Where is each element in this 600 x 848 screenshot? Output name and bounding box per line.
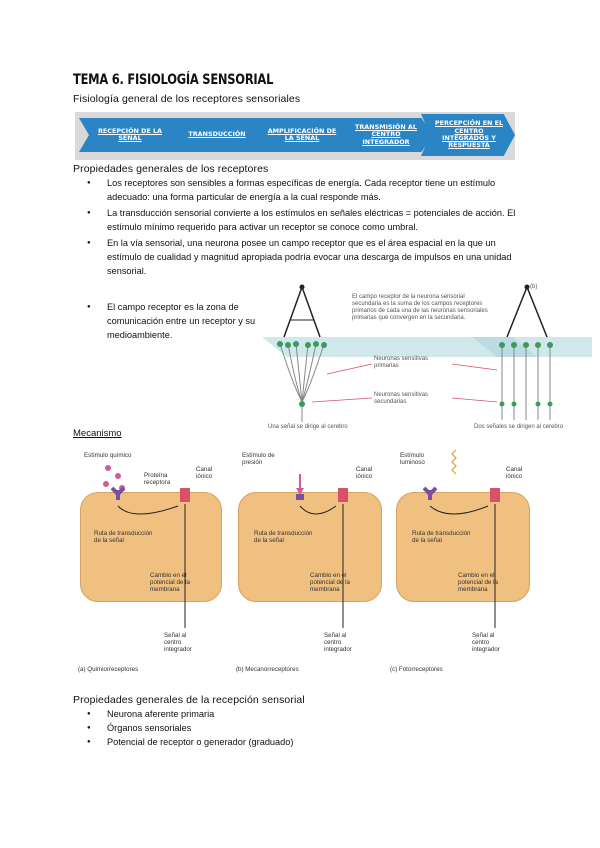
list-item: En la vía sensorial, una neurona posee u…	[73, 236, 527, 278]
section-heading-mechanism: Mecanismo	[73, 428, 122, 439]
panel-c-diagram	[422, 449, 500, 628]
flow-step-4: TRANSMISIÓN AL CENTRO INTEGRADOR	[337, 118, 433, 152]
receptive-field-caption: El campo receptor de la neurona sensoria…	[352, 294, 488, 321]
panel-a-stimulus: Estímulo químico	[84, 452, 132, 459]
mechanism-figure: Estímulo químico Proteína receptora Cana…	[78, 448, 530, 680]
panel-c-cell	[396, 492, 530, 602]
list-item: Potencial de receptor o generador (gradu…	[73, 735, 528, 749]
receptor-properties-list: Los receptores son sensibles a formas es…	[73, 176, 528, 278]
figure-label-b: (b)	[530, 284, 538, 290]
primary-neurons-label: Neuronas sensitivas primarias	[374, 356, 429, 369]
receptive-field-diagram	[262, 284, 592, 422]
list-item: El campo receptor es la zona de comunica…	[73, 300, 263, 342]
panel-a-caption: (a) Quimiorreceptores	[78, 666, 139, 673]
section-heading-reception: Propiedades generales de la recepción se…	[73, 694, 305, 706]
one-signal-caption: Una señal se dirige al cerebro	[268, 424, 348, 430]
panel-a-receptor: Proteína receptora	[144, 472, 171, 486]
secondary-neurons-label: Neuronas sensitivas secundarias	[374, 392, 429, 405]
receptor-process-flow: RECEPCIÓN DE LA SEÑAL TRANSDUCCIÓN AMPLI…	[75, 112, 515, 160]
panel-b-signal: Señal al centro integrador	[324, 632, 352, 653]
panel-c-change: Cambio en el potencial de la membrana	[458, 572, 498, 593]
panel-b-caption: (b) Mecanorreceptores	[236, 666, 299, 673]
panel-a-change: Cambio en el potencial de la membrana	[150, 572, 190, 593]
panel-c-stimulus: Estímulo luminoso	[400, 452, 425, 466]
panel-a-cell	[80, 492, 222, 602]
panel-b-stimulus: Estímulo de presión	[242, 452, 275, 466]
receptive-field-figure: (b) El campo receptor de la neurona sens…	[262, 282, 592, 432]
page-subtitle: Fisiología general de los receptores sen…	[73, 93, 301, 105]
receptor-properties-list-2: El campo receptor es la zona de comunica…	[73, 300, 263, 342]
list-item: Neurona aferente primaria	[73, 707, 528, 721]
panel-a-signal: Señal al centro integrador	[164, 632, 192, 653]
panel-c-route: Ruta de transducción de la señal	[412, 530, 471, 544]
panel-b-route: Ruta de transducción de la señal	[254, 530, 313, 544]
panel-a-diagram	[103, 465, 190, 628]
reception-properties-list: Neurona aferente primaria Órganos sensor…	[73, 707, 528, 749]
flow-step-3: AMPLIFICACIÓN DE LA SEÑAL	[253, 118, 349, 152]
section-heading-receptors: Propiedades generales de los receptores	[73, 163, 269, 175]
page-title: TEMA 6. FISIOLOGÍA SENSORIAL	[73, 72, 274, 88]
panel-c-caption: (c) Fotorreceptores	[390, 666, 443, 673]
list-item: La transducción sensorial convierte a lo…	[73, 206, 528, 234]
panel-b-diagram	[296, 474, 348, 628]
flow-step-5: PERCEPCIÓN EN EL CENTRO INTEGRADOS Y RES…	[421, 114, 515, 156]
panel-b-channel: Canal iónico	[356, 466, 373, 480]
panel-b-change: Cambio en el potencial de la membrana	[310, 572, 350, 593]
panel-a-channel: Canal iónico	[196, 466, 213, 480]
panel-c-signal: Señal al centro integrador	[472, 632, 500, 653]
panel-a-route: Ruta de transducción de la señal	[94, 530, 153, 544]
two-signals-caption: Dos señales se dirigen al cerebro	[474, 424, 564, 430]
list-item: Órganos sensoriales	[73, 721, 528, 735]
list-item: Los receptores son sensibles a formas es…	[73, 176, 528, 204]
flow-step-1: RECEPCIÓN DE LA SEÑAL	[79, 118, 179, 152]
panel-c-channel: Canal iónico	[506, 466, 523, 480]
flow-step-2: TRANSDUCCIÓN	[167, 118, 265, 152]
panel-b-cell	[238, 492, 382, 602]
